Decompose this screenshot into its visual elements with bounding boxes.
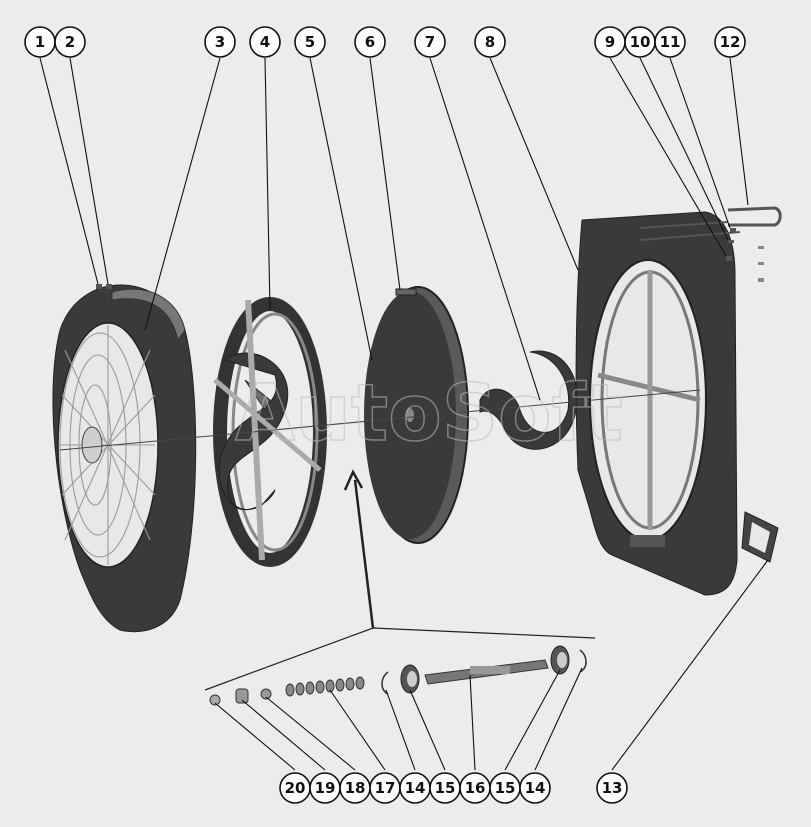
bearing xyxy=(550,645,570,675)
svg-text:4: 4 xyxy=(260,33,270,51)
callout-16: 16 xyxy=(459,772,491,804)
svg-text:14: 14 xyxy=(525,779,546,797)
shaft-assembly xyxy=(209,645,587,706)
svg-text:10: 10 xyxy=(630,33,651,51)
svg-text:12: 12 xyxy=(720,33,741,51)
leader-lines xyxy=(39,57,769,771)
callout-5: 5 xyxy=(294,26,326,58)
bearing xyxy=(400,664,420,694)
watermark: AutoSoft xyxy=(235,369,623,459)
callout-2: 2 xyxy=(54,26,86,58)
svg-text:1: 1 xyxy=(35,33,45,51)
callout-7: 7 xyxy=(414,26,446,58)
callout-13: 13 xyxy=(596,772,628,804)
screw xyxy=(96,284,102,289)
callout-15a: 15 xyxy=(429,772,461,804)
svg-text:11: 11 xyxy=(660,33,681,51)
svg-text:2: 2 xyxy=(65,33,75,51)
assembly-arrow xyxy=(343,469,375,629)
svg-text:8: 8 xyxy=(485,33,495,51)
callout-9: 9 xyxy=(594,26,626,58)
bolt xyxy=(730,228,736,232)
nut xyxy=(235,688,249,704)
shaft-axis xyxy=(59,389,701,451)
washer xyxy=(728,240,734,243)
svg-text:15: 15 xyxy=(435,779,456,797)
callout-11: 11 xyxy=(654,26,686,58)
svg-text:5: 5 xyxy=(305,33,315,51)
frame-housing xyxy=(575,211,738,596)
callout-4: 4 xyxy=(249,26,281,58)
svg-text:6: 6 xyxy=(365,33,375,51)
svg-text:7: 7 xyxy=(425,33,435,51)
callout-15b: 15 xyxy=(489,772,521,804)
callout-3: 3 xyxy=(204,26,236,58)
callout-10: 10 xyxy=(624,26,656,58)
callout-14a: 14 xyxy=(399,772,431,804)
svg-text:15: 15 xyxy=(495,779,516,797)
callout-1: 1 xyxy=(24,26,56,58)
callout-20: 20 xyxy=(279,772,311,804)
cap-nut xyxy=(209,694,221,706)
svg-text:13: 13 xyxy=(602,779,623,797)
handle xyxy=(639,206,782,241)
svg-text:20: 20 xyxy=(285,779,306,797)
washer xyxy=(260,688,272,700)
retaining-ring xyxy=(381,671,389,695)
disc-plate xyxy=(364,286,469,544)
gasket xyxy=(741,511,779,563)
callout-12: 12 xyxy=(714,26,746,58)
svg-text:18: 18 xyxy=(345,779,366,797)
shaft xyxy=(424,659,549,685)
callout-6: 6 xyxy=(354,26,386,58)
callout-14b: 14 xyxy=(519,772,551,804)
callout-8: 8 xyxy=(474,26,506,58)
retaining-ring xyxy=(579,649,587,673)
svg-text:3: 3 xyxy=(215,33,225,51)
curved-blade xyxy=(479,350,578,450)
svg-text:17: 17 xyxy=(375,779,396,797)
callout-18: 18 xyxy=(339,772,371,804)
clip xyxy=(106,284,112,289)
callout-19: 19 xyxy=(309,772,341,804)
svg-text:19: 19 xyxy=(315,779,336,797)
fan-guard-housing xyxy=(52,284,197,633)
svg-text:14: 14 xyxy=(405,779,426,797)
svg-text:16: 16 xyxy=(465,779,486,797)
svg-text:9: 9 xyxy=(605,33,615,51)
nut xyxy=(726,256,732,261)
callout-17: 17 xyxy=(369,772,401,804)
spacer-rings xyxy=(285,676,365,697)
